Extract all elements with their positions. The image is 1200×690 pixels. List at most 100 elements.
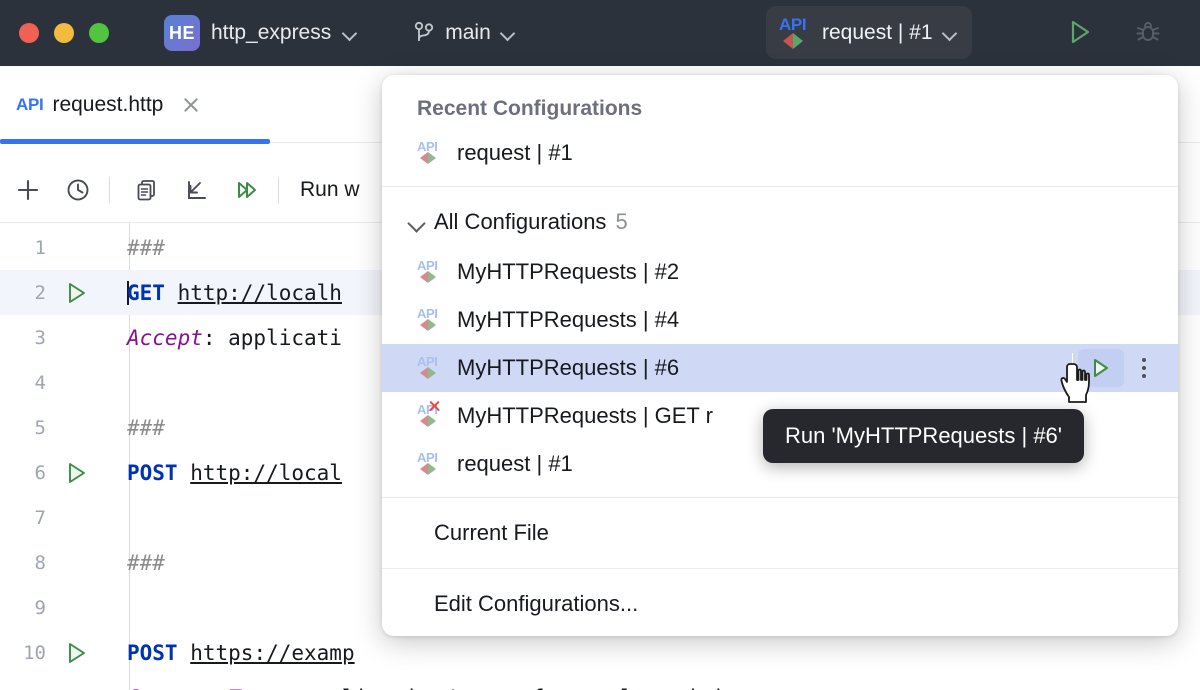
run-with-label[interactable]: Run w bbox=[300, 178, 360, 201]
api-error-icon: API bbox=[417, 400, 443, 429]
code-line[interactable]: 7 bbox=[0, 495, 1200, 540]
line-number: 1 bbox=[34, 236, 46, 259]
active-tab-underline bbox=[0, 139, 270, 144]
code-text: Accept: applicati bbox=[127, 325, 342, 350]
line-number: 6 bbox=[34, 461, 46, 484]
branch-widget[interactable]: main bbox=[412, 19, 516, 47]
api-icon: API bbox=[417, 139, 443, 166]
api-icon: API bbox=[417, 450, 443, 477]
edit-configurations-label: Edit Configurations... bbox=[434, 591, 639, 616]
clock-icon bbox=[67, 179, 89, 201]
toolbar-divider bbox=[278, 177, 279, 203]
code-line[interactable]: 4 bbox=[0, 360, 1200, 405]
line-number: 2 bbox=[34, 281, 46, 304]
chevron-down-icon[interactable] bbox=[942, 25, 958, 41]
line-number: 9 bbox=[34, 596, 46, 619]
import-arrow-icon bbox=[188, 181, 206, 199]
chevron-down-icon bbox=[342, 25, 358, 41]
code-text: ### bbox=[127, 550, 165, 575]
run-configurations-popup: Recent Configurations API request | #1 Al… bbox=[382, 75, 1178, 636]
code-line[interactable]: 8### bbox=[0, 540, 1200, 585]
file-type-label: API bbox=[16, 95, 44, 114]
code-line[interactable]: 9 bbox=[0, 585, 1200, 630]
project-name: http_express bbox=[211, 21, 332, 44]
current-file-label: Current File bbox=[434, 520, 549, 545]
code-line[interactable]: 1### bbox=[0, 225, 1200, 270]
branch-name: main bbox=[445, 21, 491, 44]
add-request-button[interactable] bbox=[6, 168, 50, 212]
api-icon: API bbox=[417, 306, 443, 333]
project-widget[interactable]: HE http_express bbox=[164, 15, 358, 51]
code-text: POST https://examp bbox=[127, 640, 355, 665]
mouse-cursor bbox=[1060, 363, 1090, 403]
code-line[interactable]: 6 POST http://local bbox=[0, 450, 1200, 495]
examples-button[interactable] bbox=[125, 168, 169, 212]
maximize-window-button[interactable] bbox=[89, 23, 109, 43]
group-label: All Configurations bbox=[434, 209, 607, 234]
run-all-button[interactable] bbox=[225, 168, 269, 212]
configuration-label: MyHTTPRequests | #2 bbox=[457, 259, 680, 284]
error-badge-icon bbox=[428, 400, 441, 413]
run-request-gutter-icon[interactable] bbox=[46, 640, 108, 666]
run-tooltip: Run 'MyHTTPRequests | #6' bbox=[763, 409, 1084, 463]
run-all-icon bbox=[238, 182, 256, 198]
code-text: ### bbox=[127, 415, 165, 440]
code-line[interactable]: 5 ### bbox=[0, 405, 1200, 450]
group-count: 5 bbox=[615, 209, 628, 234]
more-options-button[interactable] bbox=[1124, 349, 1164, 387]
api-icon: API bbox=[779, 15, 813, 50]
code-line[interactable]: 11Content-Type: application/x-www-form-u… bbox=[0, 675, 1200, 690]
run-configuration-selector[interactable]: API request | #1 bbox=[766, 6, 972, 59]
git-branch-icon bbox=[415, 21, 434, 41]
line-number: 4 bbox=[34, 371, 46, 394]
history-button[interactable] bbox=[56, 168, 100, 212]
code-text: Content-Type: application/x-www-form-url… bbox=[127, 686, 721, 690]
tab-title: request.http bbox=[52, 93, 164, 116]
line-number: 7 bbox=[34, 506, 46, 529]
plus-icon bbox=[17, 179, 39, 201]
document-copy-icon bbox=[137, 180, 155, 201]
chevron-down-icon[interactable] bbox=[406, 211, 428, 233]
configuration-label: request | #1 bbox=[457, 451, 573, 476]
configuration-item[interactable]: API MyHTTPRequests | #2 bbox=[382, 248, 1178, 296]
debug-button[interactable] bbox=[1124, 8, 1172, 56]
code-text: GET http://localh bbox=[127, 280, 342, 305]
run-request-gutter-icon[interactable] bbox=[46, 460, 108, 486]
toolbar-divider bbox=[109, 177, 110, 203]
project-badge: HE bbox=[164, 15, 200, 51]
chevron-down-icon bbox=[500, 25, 516, 41]
run-request-gutter-icon[interactable] bbox=[46, 280, 108, 306]
popup-divider bbox=[382, 568, 1178, 569]
edit-configurations-item[interactable]: Edit Configurations... bbox=[382, 578, 1178, 630]
current-file-item[interactable]: Current File bbox=[382, 507, 1178, 559]
popup-header: Recent Configurations bbox=[417, 97, 643, 120]
window-controls bbox=[0, 23, 109, 43]
configuration-label: MyHTTPRequests | #6 bbox=[457, 355, 680, 380]
title-bar: HE http_express main API request | #1 bbox=[0, 0, 1200, 66]
tab-request-http[interactable]: API request.http bbox=[0, 66, 270, 144]
run-icon bbox=[1094, 359, 1108, 377]
popup-divider bbox=[382, 497, 1178, 498]
all-configurations-group[interactable]: All Configurations 5 bbox=[382, 196, 1178, 248]
import-button[interactable] bbox=[175, 168, 219, 212]
close-window-button[interactable] bbox=[19, 23, 39, 43]
configuration-item[interactable]: API MyHTTPRequests | #6 bbox=[382, 344, 1178, 392]
run-button[interactable] bbox=[1056, 8, 1104, 56]
recent-configuration-item[interactable]: API request | #1 bbox=[382, 129, 1178, 177]
code-text: POST http://local bbox=[127, 460, 342, 485]
configuration-item[interactable]: API request | #1 bbox=[382, 440, 1178, 488]
recent-configurations-list: API request | #1 bbox=[382, 129, 1178, 177]
minimize-window-button[interactable] bbox=[54, 23, 74, 43]
api-icon: API bbox=[417, 354, 443, 381]
popup-divider bbox=[382, 186, 1178, 187]
configuration-label: request | #1 bbox=[457, 140, 573, 165]
line-number: 5 bbox=[34, 416, 46, 439]
api-icon: API bbox=[417, 258, 443, 285]
close-tab-icon[interactable] bbox=[181, 95, 201, 115]
